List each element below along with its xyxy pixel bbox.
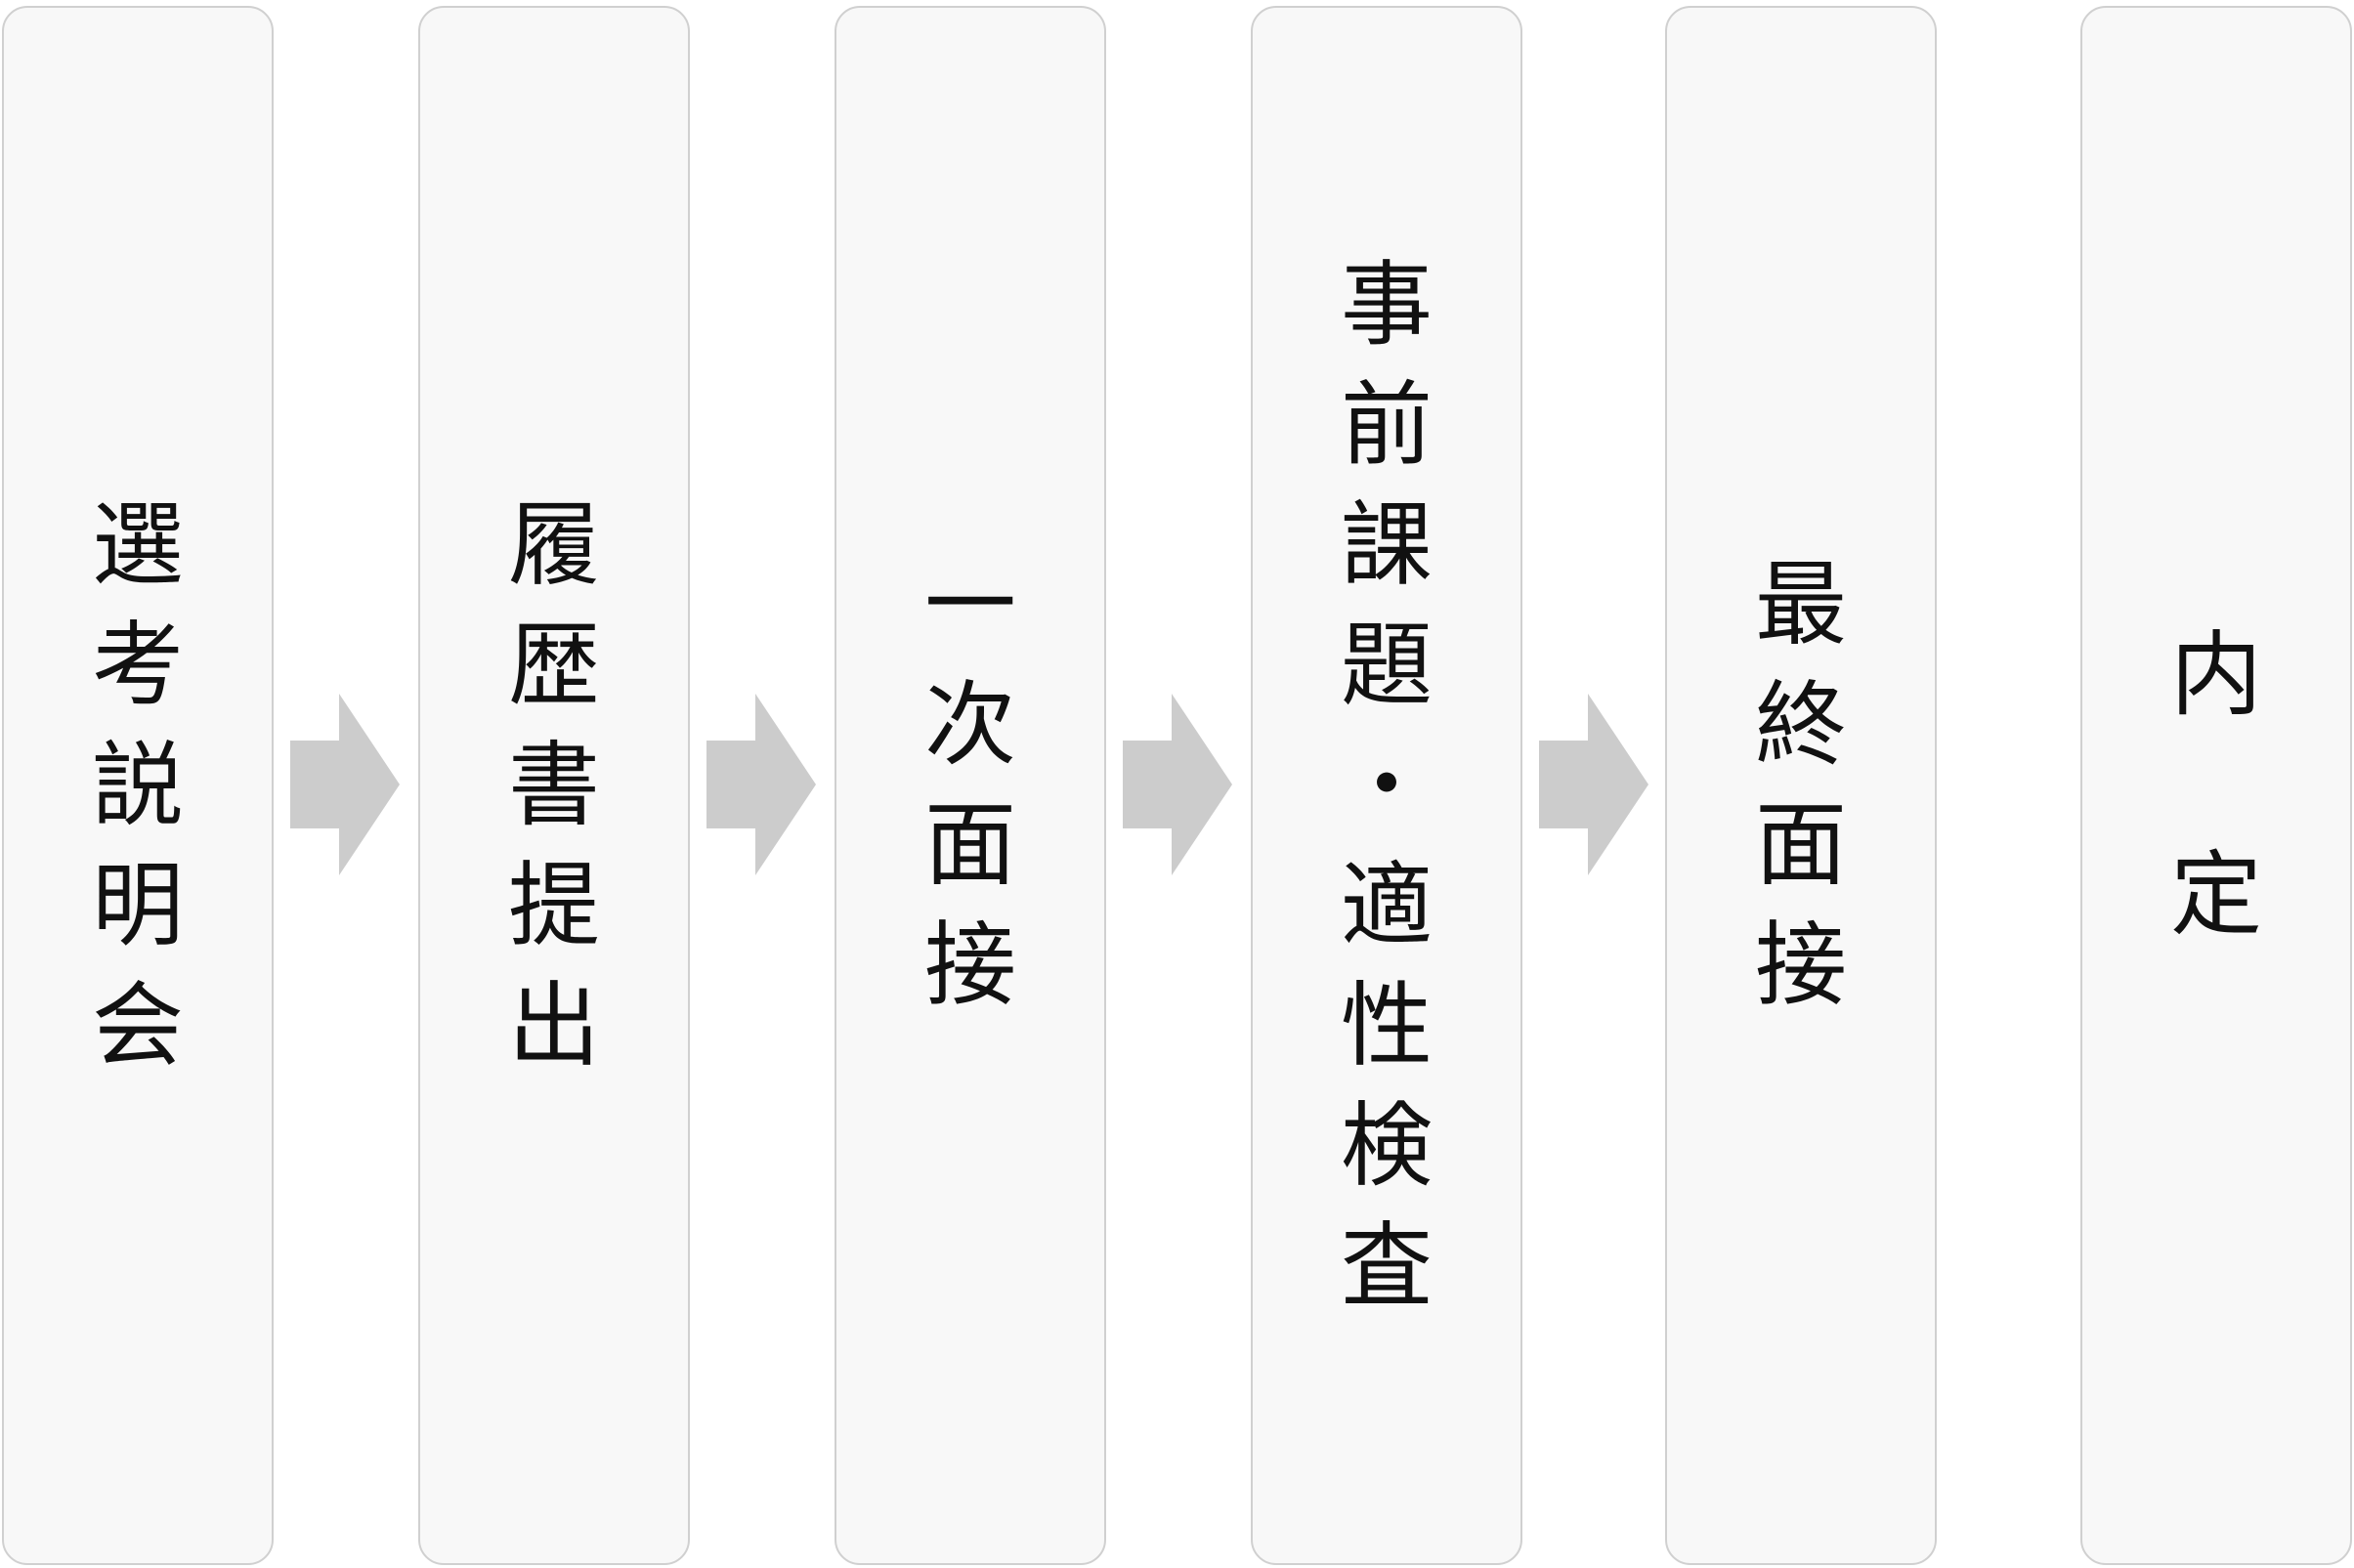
step-label-2: 履歴書提出 [507, 491, 600, 1080]
step-label-1: 選考説明会 [91, 491, 184, 1080]
step-label-6: 内定 [2169, 622, 2262, 949]
step-box-6: 内定 [2080, 6, 2352, 1565]
step-label-5: 最終面接 [1754, 552, 1847, 1019]
step-box-2: 履歴書提出 [418, 6, 690, 1565]
step-box-4: 事前課題・適性検査 [1251, 6, 1522, 1565]
arrow-icon-4 [1539, 694, 1648, 875]
arrow-icon-1 [290, 694, 400, 875]
step-box-3: 一次面接 [835, 6, 1106, 1565]
arrow-icon-3 [1123, 694, 1232, 875]
step-label-3: 一次面接 [923, 552, 1016, 1019]
step-label-4: 事前課題・適性検査 [1340, 251, 1433, 1320]
step-box-5: 最終面接 [1665, 6, 1937, 1565]
arrow-icon-2 [706, 694, 816, 875]
step-box-1: 選考説明会 [2, 6, 274, 1565]
